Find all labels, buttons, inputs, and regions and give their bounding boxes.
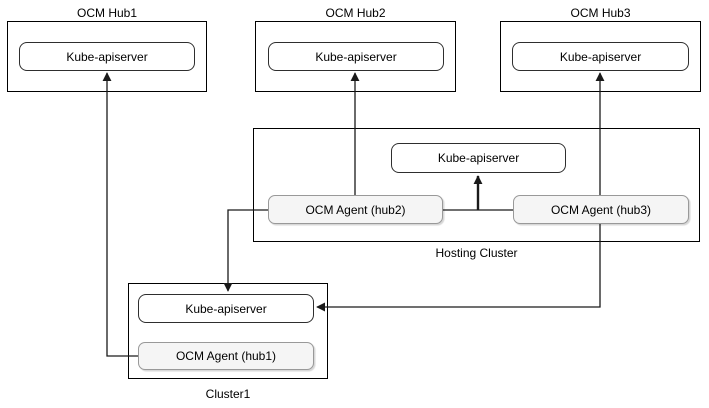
cluster1-title: Cluster1 (205, 387, 251, 401)
hosting-apiserver-box: Kube-apiserver (391, 143, 566, 173)
hub2-apiserver-box: Kube-apiserver (268, 42, 444, 71)
ocm-agent-hub2-box: OCM Agent (hub2) (268, 195, 443, 224)
ocm-agent-hub1-box: OCM Agent (hub1) (138, 342, 314, 370)
hub1-title: OCM Hub1 (76, 6, 138, 20)
ocm-agent-hub3-box: OCM Agent (hub3) (513, 195, 689, 224)
cluster1-apiserver-box: Kube-apiserver (138, 294, 314, 323)
hub3-apiserver-box: Kube-apiserver (512, 42, 689, 71)
hosting-cluster-title: Hosting Cluster (435, 246, 518, 260)
hub1-apiserver-box: Kube-apiserver (19, 42, 195, 71)
hub3-title: OCM Hub3 (570, 6, 631, 20)
hub2-title: OCM Hub2 (325, 6, 386, 20)
